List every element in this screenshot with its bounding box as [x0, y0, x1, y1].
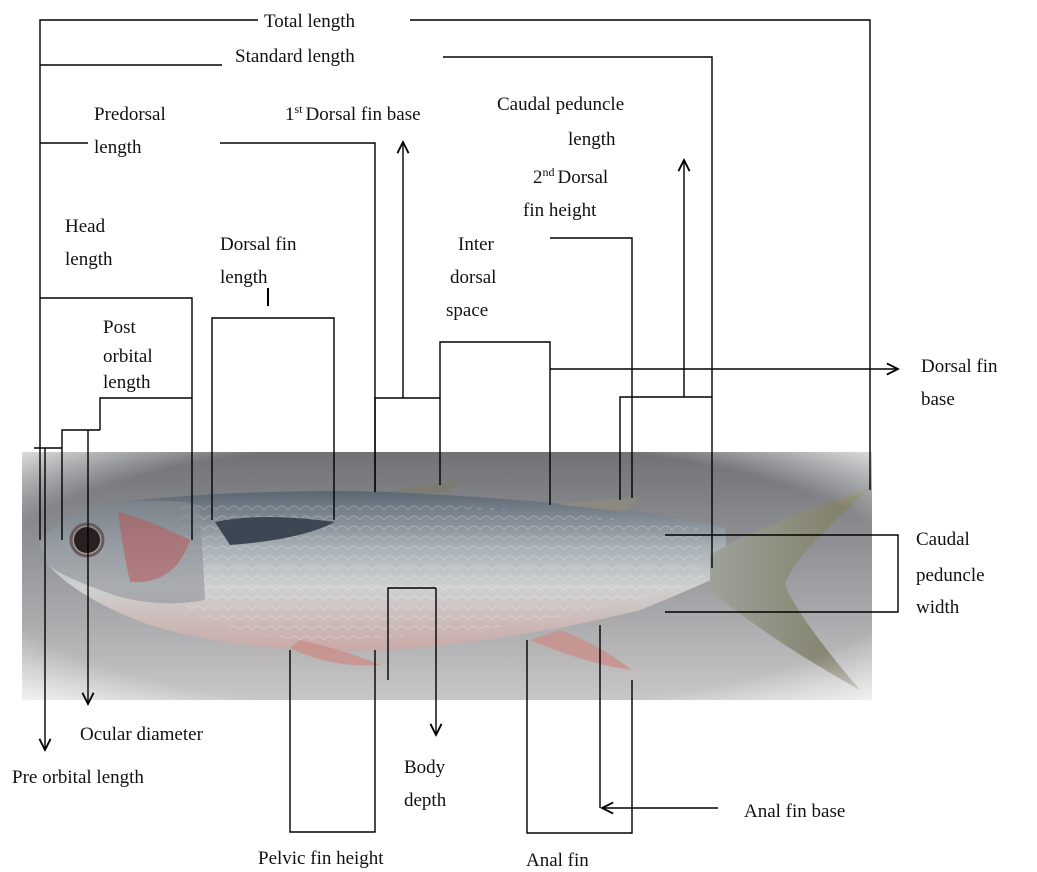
photo-vignette	[22, 452, 872, 700]
label-inter-dorsal-3: space	[446, 300, 488, 321]
label-post-orbital-2: orbital	[103, 346, 153, 367]
second-dorsal-text: Dorsal	[558, 167, 609, 188]
label-head-length-2: length	[65, 249, 113, 270]
label-post-orbital-1: Post	[103, 317, 136, 338]
first-dorsal-sup: st	[295, 102, 304, 116]
label-anal-fin-base: Anal fin base	[744, 801, 845, 822]
label-body-depth-2: depth	[404, 790, 447, 811]
label-ocular-diameter: Ocular diameter	[80, 724, 204, 745]
label-post-orbital-3: length	[103, 372, 151, 393]
label-standard-length: Standard length	[235, 46, 355, 67]
label-total-length: Total length	[264, 11, 356, 32]
label-second-dorsal-2: fin height	[523, 200, 597, 221]
label-pre-orbital-length: Pre orbital length	[12, 767, 144, 788]
post-orbital-line	[100, 398, 192, 430]
label-caudal-peduncle-width-3: width	[916, 597, 960, 618]
label-body-depth-1: Body	[404, 757, 446, 778]
label-caudal-peduncle-width-1: Caudal	[916, 529, 970, 550]
label-caudal-peduncle-length-2: length	[568, 129, 616, 150]
label-inter-dorsal-2: dorsal	[450, 267, 496, 288]
label-dorsal-fin-length-2: length	[220, 267, 268, 288]
label-dorsal-fin-length-1: Dorsal fin	[220, 234, 297, 255]
label-predorsal-2: length	[94, 137, 142, 158]
label-dorsal-fin-base-1: Dorsal fin	[921, 356, 998, 377]
label-anal-fin: Anal fin	[526, 850, 589, 871]
first-dorsal-num: 1	[285, 104, 295, 125]
label-head-length-1: Head	[65, 216, 106, 237]
label-caudal-peduncle-width-2: peduncle	[916, 565, 985, 586]
label-pelvic-fin-height: Pelvic fin height	[258, 848, 384, 869]
label-dorsal-fin-base-2: base	[921, 389, 955, 410]
first-dorsal-text: Dorsal fin base	[306, 104, 421, 125]
measurement-lines	[34, 20, 898, 833]
fish-photo	[22, 452, 872, 700]
label-predorsal-1: Predorsal	[94, 104, 166, 125]
total-length-line-right	[410, 20, 870, 490]
second-dorsal-sup: nd	[543, 165, 555, 179]
label-caudal-peduncle-length-1: Caudal peduncle	[497, 94, 624, 115]
label-inter-dorsal-1: Inter	[458, 234, 495, 255]
labels: Total length Standard length Predorsal l…	[12, 11, 998, 871]
second-dorsal-num: 2	[533, 167, 543, 188]
